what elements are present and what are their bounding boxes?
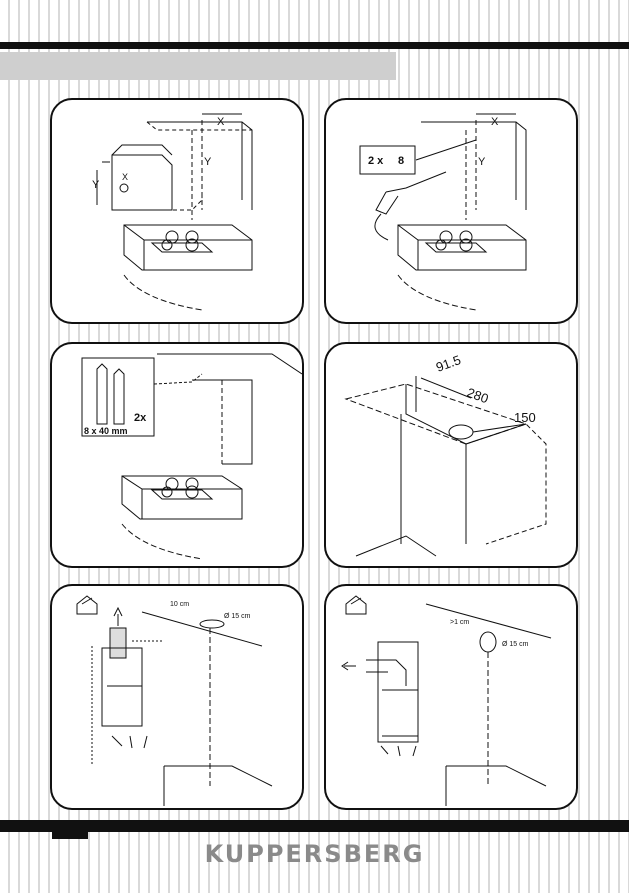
panel-vertical-exhaust: 10 cm Ø 15 cm xyxy=(50,584,304,810)
x-label: X xyxy=(217,116,225,128)
dim-a: 91.5 xyxy=(434,352,463,375)
header-band xyxy=(0,52,396,80)
x-label-hood: X xyxy=(122,172,128,182)
gap-label: 10 cm xyxy=(170,601,189,608)
brand-logo: KUPPERSBERG xyxy=(204,840,425,868)
y-label-hood: Y xyxy=(92,179,100,191)
dim-b: 280 xyxy=(465,385,491,407)
footer-rule xyxy=(0,820,629,832)
hood-mount-illustration: X Y Y X xyxy=(92,113,253,311)
panel-wall-plugs: 2x 8 x 40 mm xyxy=(50,342,304,568)
panel-mount-measure: X Y Y X xyxy=(50,98,304,324)
panel-horizontal-exhaust: >1 cm Ø 15 cm xyxy=(324,584,578,810)
y-label: Y xyxy=(478,156,486,168)
cutout-illustration: 91.5 280 150 xyxy=(344,352,547,557)
y-label: Y xyxy=(204,156,212,168)
panel-cutout-dimensions: 91.5 280 150 xyxy=(324,342,578,568)
x-label: X xyxy=(491,116,499,128)
plug-count: 2x xyxy=(134,412,147,424)
vertical-exhaust-illustration: 10 cm Ø 15 cm xyxy=(76,595,273,806)
diameter-label: Ø 15 cm xyxy=(224,613,251,620)
horizontal-exhaust-illustration: >1 cm Ø 15 cm xyxy=(341,595,552,806)
plug-size: 8 x 40 mm xyxy=(84,426,128,436)
drill-size: 8 xyxy=(398,155,404,167)
drilling-illustration: X Y 2 x 8 xyxy=(359,113,527,311)
drill-count: 2 x xyxy=(368,155,384,167)
gap-label: >1 cm xyxy=(450,619,469,626)
wall-plugs-illustration: 2x 8 x 40 mm xyxy=(81,353,302,560)
dim-c: 150 xyxy=(514,410,536,425)
footer-tab xyxy=(52,832,88,839)
diameter-label: Ø 15 cm xyxy=(502,641,529,648)
panel-drilling: X Y 2 x 8 xyxy=(324,98,578,324)
top-rule xyxy=(0,42,629,49)
